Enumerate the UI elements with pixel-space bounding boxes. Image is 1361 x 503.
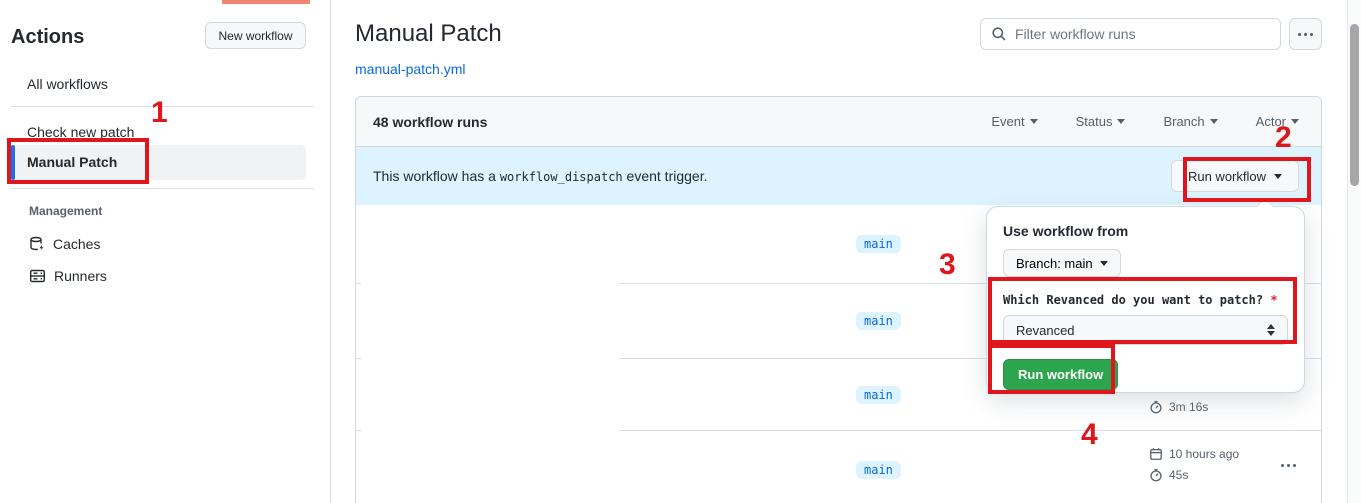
page-title: Manual Patch — [355, 20, 502, 47]
runs-list-header: 48 workflow runs Event Status Branch Act… — [356, 97, 1321, 147]
sidebar-separator — [11, 106, 314, 107]
sidebar-item-label: Runners — [54, 268, 107, 284]
run-meta: 10 hours ago 45s — [1149, 446, 1239, 488]
management-section-label: Management — [29, 204, 103, 218]
run-duration: 3m 16s — [1169, 400, 1209, 414]
calendar-icon — [1149, 447, 1163, 461]
kebab-icon — [1298, 32, 1301, 36]
run-workflow-dialog: Use workflow from Branch: main Which Rev… — [986, 197, 1305, 393]
event-filter-dropdown[interactable]: Event — [991, 114, 1038, 129]
sidebar-item-runners[interactable]: Runners — [29, 268, 107, 284]
stopwatch-icon — [1149, 468, 1163, 482]
status-filter-dropdown[interactable]: Status — [1076, 114, 1126, 129]
run-options-button[interactable] — [1281, 464, 1296, 467]
select-value: Revanced — [1016, 322, 1075, 338]
revanced-select[interactable]: Revanced — [1003, 315, 1288, 345]
sidebar-item-label: Caches — [53, 236, 101, 252]
workflow-input-label: Which Revanced do you want to patch? * — [1003, 293, 1278, 307]
use-workflow-from-label: Use workflow from — [1003, 223, 1129, 239]
filter-workflow-runs-field[interactable] — [980, 18, 1281, 50]
cache-database-icon — [29, 236, 45, 252]
branch-selector-button[interactable]: Branch: main — [1003, 249, 1121, 277]
new-workflow-button[interactable]: New workflow — [205, 22, 306, 49]
banner-code: workflow_dispatch — [499, 170, 623, 184]
stopwatch-icon — [1149, 400, 1163, 414]
more-options-button[interactable] — [1289, 18, 1322, 50]
runs-filters: Event Status Branch Actor — [991, 114, 1299, 129]
branch-badge[interactable]: main — [856, 235, 901, 253]
chevron-down-icon — [1274, 173, 1282, 179]
server-icon — [29, 268, 46, 284]
sidebar-item-check-new-patch[interactable]: Check new patch — [27, 124, 135, 140]
run-workflow-dropdown-button[interactable]: Run workflow — [1170, 160, 1299, 192]
required-marker: * — [1270, 293, 1278, 307]
search-input[interactable] — [1015, 26, 1270, 42]
select-arrows-icon — [1267, 324, 1275, 336]
scrollbar-thumb[interactable] — [1350, 24, 1359, 186]
branch-filter-dropdown[interactable]: Branch — [1163, 114, 1218, 129]
sidebar-item-label: Manual Patch — [27, 154, 118, 170]
sidebar-item-manual-patch[interactable]: Manual Patch — [11, 145, 306, 180]
chevron-down-icon — [1117, 119, 1126, 124]
workflow-dispatch-banner: This workflow has a workflow_dispatch ev… — [356, 147, 1321, 205]
branch-badge[interactable]: main — [856, 312, 901, 330]
branch-badge[interactable]: main — [856, 461, 901, 479]
runs-count: 48 workflow runs — [373, 113, 488, 130]
workflow-file-link[interactable]: manual-patch.yml — [355, 61, 466, 77]
banner-text: This workflow has a workflow_dispatch ev… — [373, 168, 708, 184]
chevron-down-icon — [1209, 119, 1218, 124]
annotation-strip-top — [222, 0, 310, 4]
sidebar-divider — [330, 0, 331, 503]
redacted-area — [361, 205, 619, 503]
selected-accent-bar — [11, 145, 15, 180]
kebab-icon — [1281, 464, 1284, 467]
branch-badge[interactable]: main — [856, 385, 901, 404]
sidebar-item-all-workflows[interactable]: All workflows — [27, 76, 108, 92]
sidebar-item-caches[interactable]: Caches — [29, 236, 100, 252]
run-duration: 45s — [1169, 468, 1189, 482]
run-time: 10 hours ago — [1169, 447, 1240, 461]
search-icon — [991, 26, 1007, 42]
chevron-down-icon — [1029, 119, 1038, 124]
actor-filter-dropdown[interactable]: Actor — [1256, 114, 1299, 129]
run-meta: 3m 16s — [1149, 399, 1208, 420]
chevron-down-icon — [1099, 260, 1108, 266]
sidebar-title: Actions — [11, 26, 85, 48]
chevron-down-icon — [1291, 119, 1299, 124]
actions-sidebar: Actions New workflow All workflows Check… — [0, 0, 330, 503]
run-workflow-submit-button[interactable]: Run workflow — [1003, 359, 1119, 390]
sidebar-separator — [11, 188, 314, 189]
scrollbar-track[interactable] — [1347, 0, 1361, 503]
